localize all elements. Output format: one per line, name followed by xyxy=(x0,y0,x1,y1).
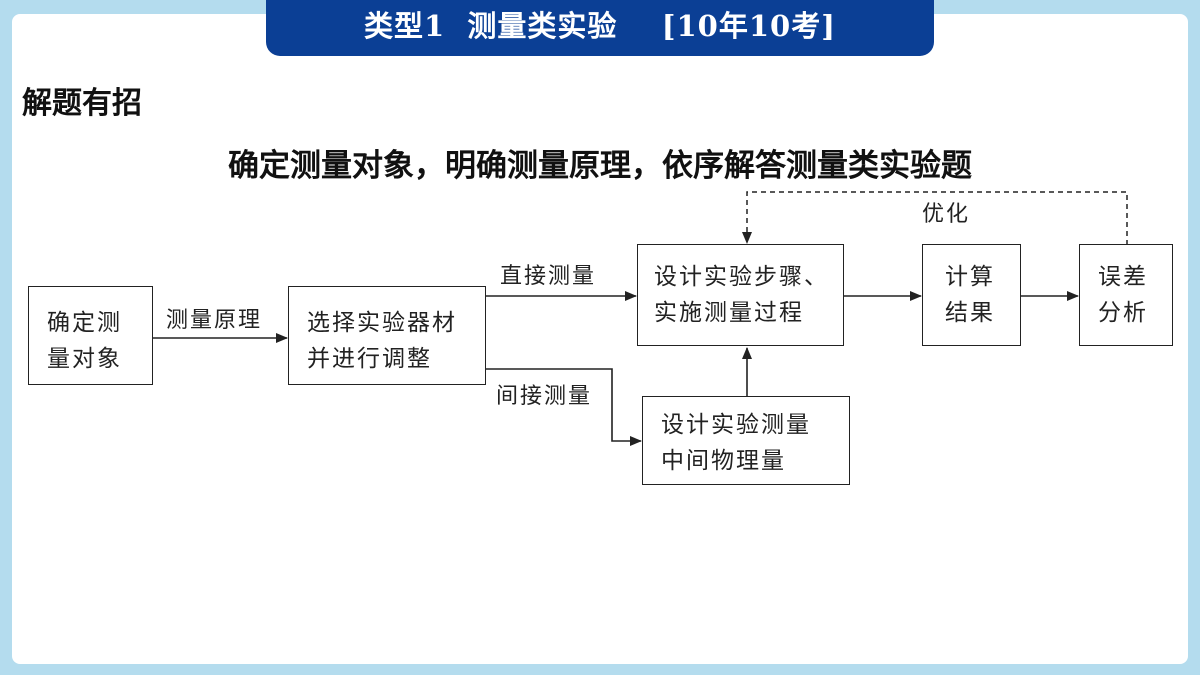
label-measure-principle: 测量原理 xyxy=(166,308,263,333)
arrow-optimize xyxy=(742,191,1128,245)
box-measure-object: 确定测 量对象 xyxy=(28,286,153,385)
box-design-steps: 设计实验步骤、 实施测量过程 xyxy=(637,244,844,346)
label-indirect-measure: 间接测量 xyxy=(496,384,593,409)
label-direct-measure: 直接测量 xyxy=(500,264,597,289)
label-optimize: 优化 xyxy=(922,202,971,227)
box-intermediate-quantity: 设计实验测量 中间物理量 xyxy=(642,396,850,485)
box-error-analysis: 误差 分析 xyxy=(1079,244,1173,346)
headline: 确定测量对象，明确测量原理，依序解答测量类实验题 xyxy=(228,148,972,184)
title-banner: 类型1 测量类实验 [10年10考] xyxy=(266,0,934,56)
arrow-indirect xyxy=(486,368,642,446)
box-compute-result: 计算 结果 xyxy=(922,244,1021,346)
section-title: 解题有招 xyxy=(22,86,142,121)
box-select-equipment: 选择实验器材 并进行调整 xyxy=(288,286,486,385)
